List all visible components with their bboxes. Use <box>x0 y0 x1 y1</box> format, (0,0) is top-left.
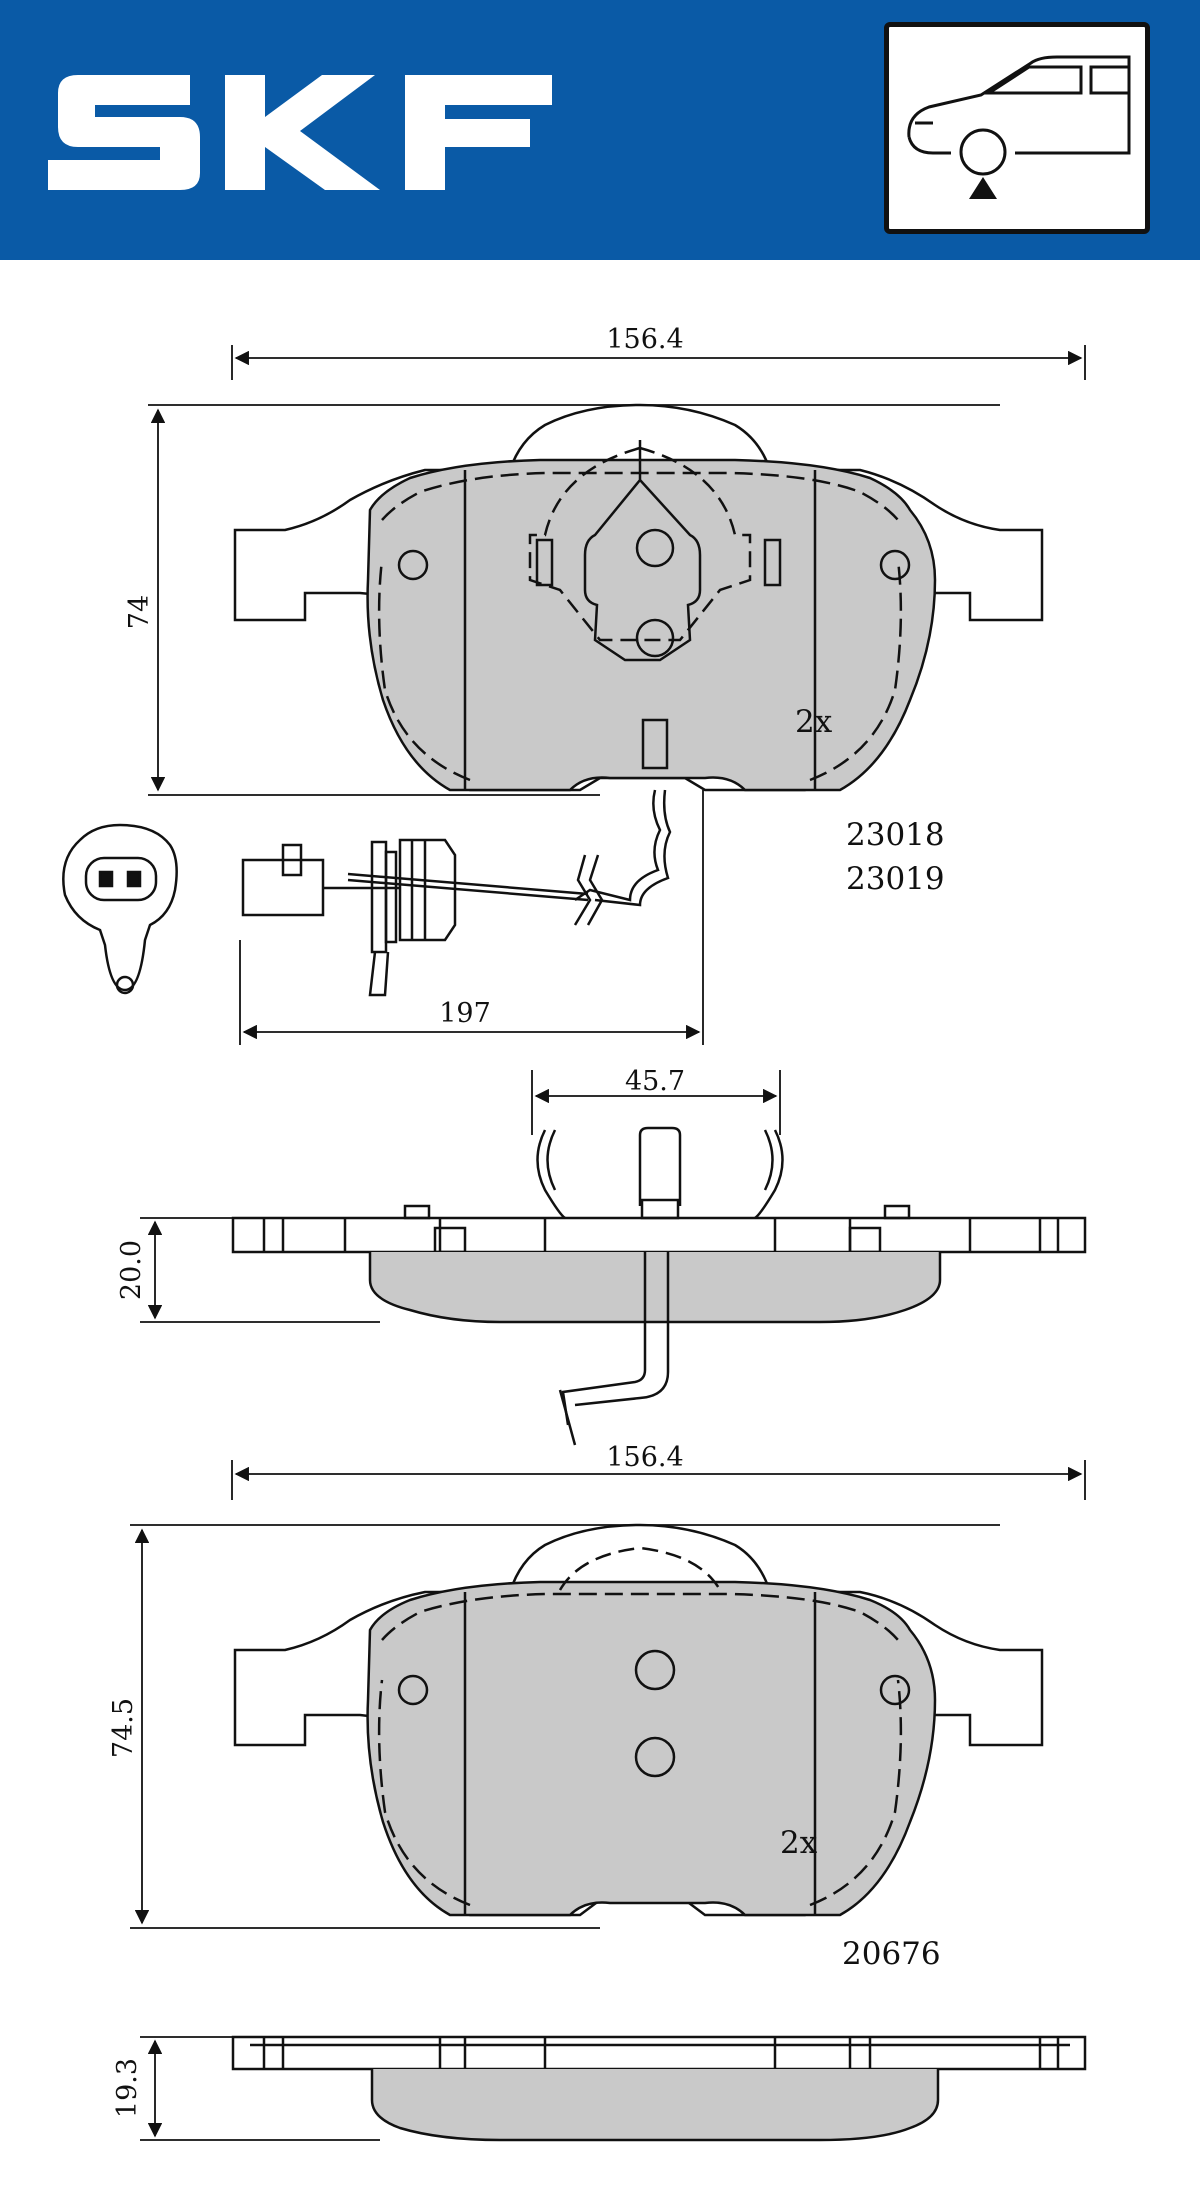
thickness-dimension-label-1: 20.0 <box>116 1240 147 1300</box>
width-dimension-label-1: 156.4 <box>606 324 683 355</box>
part-number-23019: 23019 <box>846 861 945 897</box>
clip-dimension-label: 45.7 <box>625 1066 685 1097</box>
front-axle-car-icon <box>884 22 1150 234</box>
skf-logo <box>48 75 552 190</box>
dimension-lines-side-2 <box>140 2036 380 2141</box>
thickness-dimension-label-2: 19.3 <box>112 2058 143 2118</box>
brand-header <box>0 0 1200 260</box>
sensor-plug-front <box>62 823 178 995</box>
pad-side-view-2 <box>231 2035 1087 2142</box>
part-number-20676: 20676 <box>842 1936 941 1972</box>
pad-side-view-1 <box>231 1126 1087 1446</box>
sensor-length-label: 197 <box>439 998 491 1029</box>
dimension-lines-2 <box>130 1460 1086 1929</box>
pad-front-view-1 <box>233 403 1044 792</box>
quantity-label-1: 2x <box>795 704 833 740</box>
height-dimension-label-1: 74 <box>124 595 155 629</box>
part-number-23018: 23018 <box>846 817 945 853</box>
dimension-lines-side-1 <box>140 1070 781 1323</box>
pad-front-view-2 <box>233 1523 1044 1917</box>
width-dimension-label-2: 156.4 <box>606 1442 683 1473</box>
sensor-plug-side <box>241 838 457 997</box>
height-dimension-label-2: 74.5 <box>108 1698 139 1758</box>
wear-sensor-cable <box>347 789 672 926</box>
quantity-label-2: 2x <box>780 1825 818 1861</box>
dimension-lines-1 <box>148 345 1086 1045</box>
